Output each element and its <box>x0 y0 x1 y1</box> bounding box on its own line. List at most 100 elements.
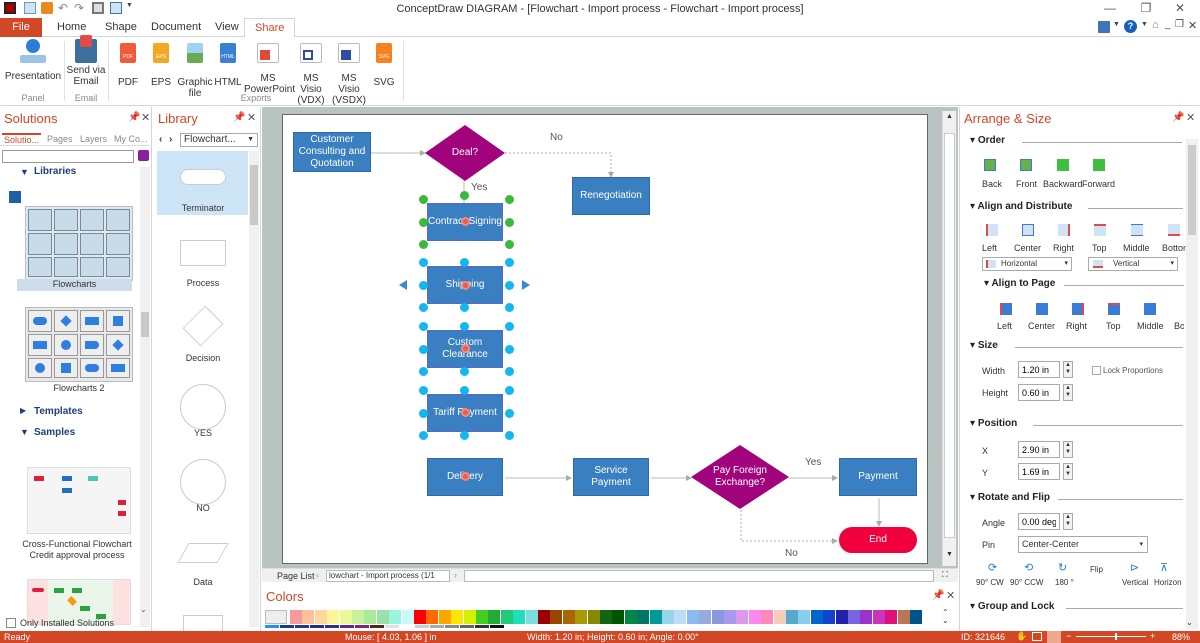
resize-handle[interactable] <box>419 303 428 312</box>
tab-pages[interactable]: Pages <box>47 134 73 144</box>
fit-page-icon[interactable] <box>1032 632 1042 641</box>
rotate-cw[interactable]: 90° CW <box>976 578 1004 587</box>
flowcharts2-library-thumb[interactable] <box>25 307 133 382</box>
library-item-data[interactable]: Data <box>193 577 213 587</box>
resize-handle[interactable] <box>460 191 469 200</box>
help-icon[interactable]: ? <box>1124 20 1137 33</box>
close-panel-icon[interactable]: ✕ <box>247 112 257 124</box>
close-panel-icon[interactable]: ✕ <box>141 112 151 124</box>
recent-color-swatch[interactable] <box>445 625 459 628</box>
y-input[interactable] <box>1018 463 1060 480</box>
color-swatch[interactable] <box>290 610 302 624</box>
open-icon[interactable] <box>41 2 53 14</box>
tab-share[interactable]: Share <box>244 18 296 38</box>
color-picker-icon[interactable] <box>265 610 287 624</box>
rotation-pin[interactable] <box>461 217 470 226</box>
align-center[interactable]: Center <box>1014 243 1042 253</box>
distribute-vertical-select[interactable]: Vertical ▾ <box>1088 257 1178 271</box>
library-item-yes[interactable]: YES <box>193 428 212 438</box>
rotation-pin[interactable] <box>461 344 470 353</box>
resize-handle[interactable] <box>505 409 514 418</box>
color-swatch[interactable] <box>860 610 873 624</box>
solutions-scrollbar[interactable] <box>140 167 150 627</box>
pin-icon[interactable]: 📌 <box>128 112 141 123</box>
library-scrollbar[interactable] <box>249 151 259 627</box>
terminator-shape[interactable] <box>180 169 226 185</box>
flowcharts2-label[interactable]: Flowcharts 2 <box>53 383 105 393</box>
recent-color-swatch[interactable] <box>460 625 474 628</box>
rotation-pin[interactable] <box>461 408 470 417</box>
color-swatch[interactable] <box>575 610 588 624</box>
resize-handle[interactable] <box>460 386 469 395</box>
tab-home[interactable]: Home <box>57 21 87 33</box>
libraries-expand-icon[interactable]: ▼ <box>20 167 29 177</box>
yes-shape[interactable] <box>180 384 226 430</box>
zoom-slider[interactable] <box>1076 633 1146 640</box>
export-vsdx-button[interactable]: MS Visio (VSDX) <box>330 39 368 106</box>
flowcharts-library-thumb[interactable] <box>25 206 133 281</box>
samples-label[interactable]: Samples <box>34 427 76 438</box>
color-swatch[interactable] <box>327 610 340 624</box>
align-right[interactable]: Right <box>1053 243 1075 253</box>
data-shape[interactable] <box>177 543 229 563</box>
library-item-decision[interactable]: Decision <box>185 353 221 363</box>
color-swatch[interactable] <box>600 610 612 624</box>
color-swatch[interactable] <box>798 610 811 624</box>
undo-icon[interactable]: ↶ <box>58 1 69 15</box>
color-swatch[interactable] <box>624 610 637 624</box>
resize-handle[interactable] <box>505 281 514 290</box>
collapse-ribbon-icon[interactable]: ⌂ <box>1152 19 1159 31</box>
resize-handle[interactable] <box>460 258 469 267</box>
align-section[interactable]: ▾ Align and Distribute <box>970 201 1183 212</box>
page-align-center[interactable]: Center <box>1028 321 1056 331</box>
send-backward-icon[interactable] <box>1057 159 1069 171</box>
color-swatch[interactable] <box>662 610 674 624</box>
rotate-section[interactable]: ▾ Rotate and Flip <box>970 492 1183 503</box>
color-swatch[interactable] <box>711 610 724 624</box>
recent-color-swatch[interactable] <box>415 625 429 628</box>
flip-vertical-icon[interactable]: ⊳ <box>1130 562 1140 574</box>
color-swatch[interactable] <box>314 610 327 624</box>
resize-handle[interactable] <box>419 258 428 267</box>
flip-vertical[interactable]: Vertical <box>1122 578 1149 587</box>
node-foreign[interactable]: Pay Foreign Exchange? <box>691 445 789 509</box>
next-page-icon[interactable]: › <box>454 570 457 580</box>
recent-color-swatch[interactable] <box>490 625 504 628</box>
color-swatch[interactable] <box>463 610 476 624</box>
library-back-icon[interactable]: ‹ <box>159 134 163 145</box>
color-swatch[interactable] <box>748 610 761 624</box>
recent-color-swatch[interactable] <box>325 625 339 628</box>
recent-color-swatch[interactable] <box>280 625 294 628</box>
search-go-icon[interactable] <box>138 150 149 161</box>
decision-shape[interactable] <box>182 305 224 347</box>
resize-handle[interactable] <box>505 218 514 227</box>
rotation-pin[interactable] <box>461 472 470 481</box>
color-swatch[interactable] <box>476 610 488 624</box>
color-swatch[interactable] <box>513 610 526 624</box>
new-icon[interactable] <box>24 2 36 14</box>
recent-color-swatch[interactable] <box>310 625 324 628</box>
color-swatch[interactable] <box>810 610 823 624</box>
customize-dropdown-icon[interactable]: ▼ <box>126 2 133 9</box>
rotate-180[interactable]: 180 ° <box>1055 578 1074 587</box>
export-graphic-button[interactable]: Graphic file <box>176 39 214 99</box>
align-top-icon[interactable] <box>1094 224 1106 236</box>
flip-horizontal-icon[interactable]: ⊼ <box>1160 562 1169 574</box>
page-align-top-icon[interactable] <box>1108 303 1120 315</box>
resize-handle[interactable] <box>419 409 428 418</box>
pin-select[interactable]: Center-Center ▾ <box>1018 536 1148 553</box>
process-shape[interactable] <box>180 240 226 266</box>
size-section[interactable]: ▾ Size <box>970 340 1183 351</box>
color-swatch[interactable] <box>587 610 600 624</box>
order-front[interactable]: Front <box>1016 179 1038 189</box>
solutions-search-input[interactable] <box>2 150 134 163</box>
zoom-out-icon[interactable]: − <box>1066 631 1072 641</box>
recent-color-swatch[interactable] <box>475 625 489 628</box>
resize-handle[interactable] <box>419 345 428 354</box>
resize-handle[interactable] <box>419 386 428 395</box>
sample-thumb-credit[interactable] <box>27 467 131 534</box>
restore-button[interactable]: ❐ <box>1140 1 1152 15</box>
fit-selection-icon[interactable] <box>1047 631 1061 643</box>
vertical-scrollbar[interactable]: ▲ ▼ <box>942 111 956 566</box>
height-input[interactable] <box>1018 384 1060 401</box>
